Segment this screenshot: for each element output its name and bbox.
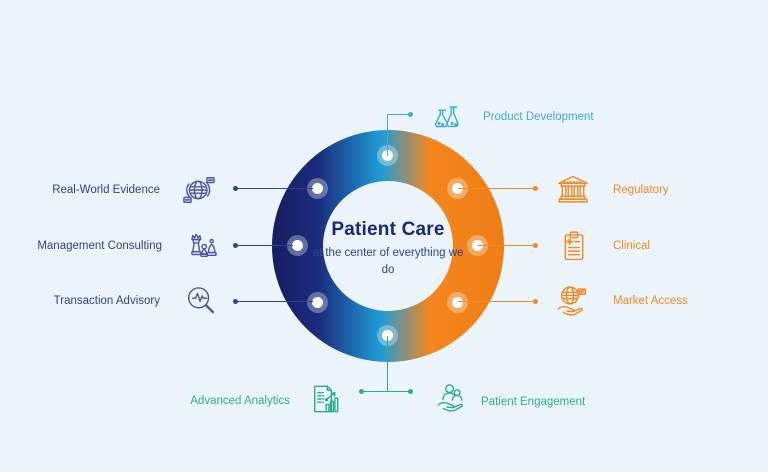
center-title: Patient Care: [331, 219, 445, 240]
connector-dot-advanced-analytics: [359, 389, 364, 394]
connector-line-real-world-evidence: [237, 188, 313, 189]
connector-dot-real-world-evidence: [233, 186, 238, 191]
label-clinical: Clinical: [613, 240, 651, 252]
ring-dot-lower-left: [312, 297, 323, 308]
people-hand-icon: [433, 378, 471, 416]
connector-dot-transaction-advisory: [233, 299, 238, 304]
gradient-ring: [272, 130, 504, 362]
connector-line-product-development-vertical: [387, 114, 388, 156]
connector-line-regulatory: [458, 188, 535, 189]
flasks-icon: [428, 100, 466, 138]
connector-dot-clinical: [533, 243, 538, 248]
connector-dot-market-access: [533, 299, 538, 304]
connector-line-market-access: [458, 301, 535, 302]
connector-line-transaction-advisory: [237, 301, 313, 302]
medical-clipboard-icon: [555, 227, 593, 265]
ring-dot-upper-right: [452, 183, 463, 194]
ring-dot-bottom: [382, 330, 393, 341]
connector-line-clinical: [478, 245, 535, 246]
label-product-development: Product Development: [483, 111, 594, 123]
label-transaction-advisory: Transaction Advisory: [53, 295, 160, 307]
label-management-consulting: Management Consulting: [37, 240, 162, 252]
bank-icon: [554, 171, 592, 209]
connector-line-product-development-horizontal: [387, 114, 410, 115]
connector-dot-product-development: [408, 112, 413, 117]
label-advanced-analytics: Advanced Analytics: [190, 395, 290, 407]
document-chart-icon: [306, 380, 344, 418]
connector-dot-management-consulting: [233, 243, 238, 248]
ring-dot-right: [472, 240, 483, 251]
label-real-world-evidence: Real-World Evidence: [52, 184, 160, 196]
globe-transfer-icon: [180, 171, 218, 209]
label-patient-engagement: Patient Engagement: [481, 396, 586, 408]
connector-line-bottom-vertical: [387, 336, 388, 392]
search-pulse-icon: [182, 282, 220, 320]
connector-line-bottom-horizontal: [362, 391, 410, 392]
globe-hand-icon: [553, 282, 591, 320]
ring-dot-left: [292, 240, 303, 251]
chess-pieces-icon: [182, 228, 220, 266]
ring-dot-upper-left: [312, 183, 323, 194]
center-subtitle: at the center of everything we do: [312, 247, 464, 277]
connector-dot-patient-engagement: [408, 389, 413, 394]
connector-line-management-consulting: [237, 245, 293, 246]
label-market-access: Market Access: [613, 295, 688, 307]
ring-center-circle: [323, 181, 453, 311]
connector-dot-regulatory: [533, 186, 538, 191]
label-regulatory: Regulatory: [613, 184, 669, 196]
ring-dot-lower-right: [452, 297, 463, 308]
